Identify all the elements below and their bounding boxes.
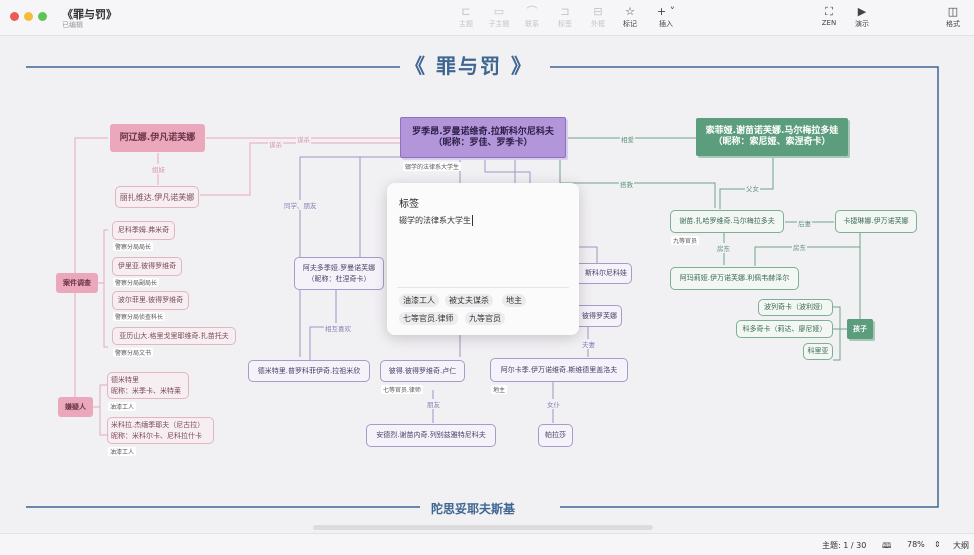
node-kolya[interactable]: 科里亚: [803, 343, 833, 360]
label-icon: ⊐: [560, 5, 570, 18]
plus-icon: + ˅: [656, 5, 676, 18]
star-icon: ☆: [625, 5, 635, 18]
node-mikola[interactable]: 米科拉.杰缅季耶夫（尼古拉）昵称：米科尔卡、尼科拉什卡: [107, 417, 214, 444]
toolbar-label-button[interactable]: ⊐标签: [550, 5, 580, 29]
toolbar-format-button[interactable]: ◫格式: [938, 5, 968, 29]
zoom-window-button[interactable]: [38, 12, 47, 21]
toolbar-marker-button[interactable]: ☆标记: [615, 5, 645, 29]
toolbar-insert-button[interactable]: + ˅插入: [651, 5, 681, 29]
edge-label-friends[interactable]: 朋友: [426, 399, 441, 409]
topic-icon: ⊏: [461, 5, 471, 18]
node-porfiry[interactable]: 波尔菲里.彼得罗维奇: [112, 291, 189, 310]
tag-raskolnikov: 辍学的法律系大学生: [403, 162, 462, 171]
tag-mikola: 油漆工人: [108, 447, 137, 456]
node-dmitri[interactable]: 德米特里昵称：米季卡、米特莱: [107, 372, 189, 399]
document-title: 《罪与罚》: [62, 8, 117, 21]
book-icon[interactable]: 🕮: [882, 541, 892, 550]
label-suggestion[interactable]: 地主: [502, 294, 526, 307]
horizontal-scrollbar[interactable]: [313, 525, 653, 530]
tag-nikodim: 警察分局局长: [113, 242, 154, 251]
tag-dmitri: 油漆工人: [108, 402, 137, 411]
tag-porfiry: 警察分局侦查科长: [113, 312, 166, 321]
node-andrei[interactable]: 安德烈.谢苗内奇.列别兹雅特尼科夫: [366, 424, 496, 447]
node-katerina[interactable]: 卡捷琳娜.伊万诺芙娜: [835, 210, 917, 233]
node-amalia[interactable]: 阿玛莉娅.伊万诺芙娜.利佩韦赫泽尔: [670, 267, 799, 290]
outline-button[interactable]: 大纲: [953, 541, 969, 550]
label-popover: 标签 辍学的法律系大学生 油漆工人 被丈夫谋杀 地主 七等官员.律师 九等官员: [387, 183, 579, 335]
edge-label-father-daughter[interactable]: 父女: [745, 183, 760, 193]
node-ilya[interactable]: 伊里亚.彼得罗维奇: [112, 257, 182, 276]
edge-label-maid[interactable]: 女仆: [546, 399, 561, 409]
minimize-window-button[interactable]: [24, 12, 33, 21]
tag-semyon: 九等官员: [671, 236, 700, 245]
sidebar-icon: ◫: [947, 5, 959, 18]
play-icon: ▶: [857, 5, 867, 18]
topic-count: 主题: 1 / 30: [822, 541, 867, 550]
node-raskolnikov[interactable]: 罗季昂.罗曼诺维奇.拉斯科尔尼科夫（昵称：罗佳、罗季卡）: [400, 117, 566, 158]
label-suggestion[interactable]: 被丈夫谋杀: [445, 294, 493, 307]
tag-svidrigailov: 地主: [491, 385, 508, 394]
zoom-level[interactable]: 78%: [907, 540, 925, 549]
toolbar-present-button[interactable]: ▶演示: [847, 5, 877, 29]
tag-luzhin: 七等官员.律师: [381, 385, 423, 394]
node-dunya[interactable]: 阿夫多季娅.罗曼诺芙娜（昵称：杜涅奇卡）: [294, 257, 384, 290]
toolbar-zen-button[interactable]: ⛶ZEN: [814, 5, 844, 27]
node-investigation[interactable]: 案件调查: [56, 273, 98, 293]
edge-label-landlord[interactable]: 房东: [716, 243, 731, 253]
node-nikodim[interactable]: 尼科季姆.弗米奇: [112, 221, 175, 240]
node-semyon[interactable]: 谢苗.扎哈罗维奇.马尔梅拉多夫: [670, 210, 784, 233]
edge-label-mutual-liking[interactable]: 相互喜欢: [324, 323, 352, 333]
edge-label-sisters[interactable]: 姐妹: [151, 164, 166, 174]
close-window-button[interactable]: [10, 12, 19, 21]
relation-icon: ⌒: [526, 5, 538, 18]
edge-label-couple[interactable]: 夫妻: [581, 339, 596, 349]
map-title[interactable]: 《 罪与罚 》: [405, 54, 533, 78]
zoom-stepper-icon[interactable]: ⇕: [934, 540, 941, 549]
node-lizaveta[interactable]: 丽扎维达.伊凡诺芙娜: [115, 186, 199, 208]
edge-label-murder[interactable]: 谋杀: [296, 134, 311, 144]
node-suspect[interactable]: 嫌疑人: [58, 397, 93, 417]
edge-label-landlord[interactable]: 房东: [792, 242, 807, 252]
node-alexander[interactable]: 亚历山大.格里戈里耶维奇.扎苗托夫: [112, 327, 236, 345]
label-suggestion[interactable]: 七等官员.律师: [399, 312, 458, 325]
toolbar-subtopic-button[interactable]: ▭子主题: [484, 5, 514, 29]
edge-label-classmates[interactable]: 同学、朋友: [283, 200, 318, 210]
tag-alexander: 警察分局文书: [113, 348, 154, 357]
edge-label-murder[interactable]: 谋杀: [268, 139, 283, 149]
document-status: 已编辑: [62, 21, 83, 29]
label-suggestion[interactable]: 油漆工人: [399, 294, 439, 307]
node-luzhin[interactable]: 彼得.彼得罗维奇.卢仁: [380, 360, 465, 382]
node-alyona[interactable]: 阿辽娜.伊凡诺芙娜: [110, 124, 205, 152]
label-suggestion[interactable]: 九等官员: [465, 312, 505, 325]
mind-map-canvas[interactable]: 《 罪与罚 》 陀思妥耶夫斯基 阿辽娜.伊凡诺芙娜 丽扎维达.伊凡诺芙娜 案件调…: [0, 37, 974, 525]
edge-label-stepwife[interactable]: 后妻: [797, 218, 812, 228]
boundary-icon: ⊟: [593, 5, 603, 18]
edge-label-love[interactable]: 相爱: [620, 134, 635, 144]
node-sonya[interactable]: 索菲娅.谢苗诺芙娜.马尔梅拉多娃（昵称：索尼娅、索涅奇卡）: [696, 118, 848, 156]
title-bar: 《罪与罚》 已编辑 ⊏主题 ▭子主题 ⌒联系 ⊐标签 ⊟外框 ☆标记 + ˅插入…: [0, 0, 974, 36]
node-polechka[interactable]: 波列奇卡（波利娅）: [758, 299, 833, 316]
label-input[interactable]: 辍学的法律系大学生: [399, 215, 473, 226]
toolbar-relation-button[interactable]: ⌒联系: [517, 5, 547, 29]
tag-ilya: 警察分局副局长: [113, 278, 160, 287]
node-kodochka[interactable]: 科多奇卡（莉达、廖尼娅）: [736, 320, 833, 338]
divider: [397, 287, 569, 288]
toolbar-boundary-button[interactable]: ⊟外框: [583, 5, 613, 29]
zen-icon: ⛶: [825, 5, 833, 18]
popover-title: 标签: [399, 199, 419, 210]
subtopic-icon: ▭: [493, 5, 505, 18]
status-bar: 主题: 1 / 30 🕮 78% ⇕ 大纲: [0, 533, 974, 555]
edge-label-rescue[interactable]: 搭救: [619, 179, 634, 189]
node-parasha[interactable]: 帕拉莎: [538, 424, 573, 447]
node-children[interactable]: 孩子: [847, 319, 873, 339]
toolbar-topic-button[interactable]: ⊏主题: [451, 5, 481, 29]
node-svidrigailov[interactable]: 阿尔卡季.伊万诺维奇.斯维德里盖洛夫: [490, 358, 628, 382]
node-razumikhin[interactable]: 德米特里.普罗科菲伊奇.拉祖米欣: [248, 360, 370, 382]
boundary-label[interactable]: 陀思妥耶夫斯基: [428, 500, 519, 517]
